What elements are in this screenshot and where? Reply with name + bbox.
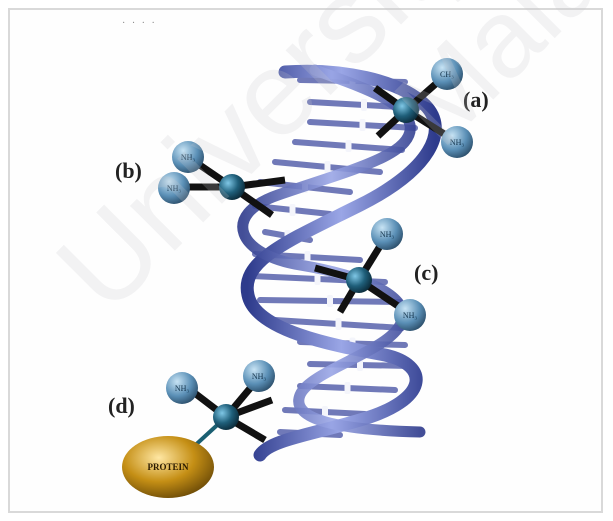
base-pair-highlight xyxy=(345,140,352,152)
ligand-label: CH₃ xyxy=(440,70,454,79)
ligand-label: NH₃ xyxy=(252,372,267,381)
dna-strand-1 xyxy=(240,64,442,462)
protein: PROTEIN xyxy=(122,436,214,498)
ligand-label: NH₃ xyxy=(403,311,418,320)
ligand-sphere xyxy=(172,141,204,173)
ligand-sphere xyxy=(441,126,473,158)
metal-center xyxy=(219,174,245,200)
complex-a: CH₃ NH₃ xyxy=(372,58,473,158)
base-pair-highlight xyxy=(314,273,321,285)
complex-c: NH₃ NH₃ xyxy=(314,218,426,331)
ligand-sphere xyxy=(394,299,426,331)
dna-strand-2 xyxy=(237,64,426,438)
protein-blob xyxy=(122,436,214,498)
figure-frame: CH₃ NH₃ NH₃ NH₃ NH₃ NH₃ xyxy=(8,0,613,513)
ligand-label: NH₃ xyxy=(167,184,182,193)
ligand-sphere xyxy=(371,218,403,250)
ligand-sphere xyxy=(243,360,275,392)
base-pair-highlight xyxy=(359,119,366,131)
label-b: (b) xyxy=(115,158,142,183)
complex-b: NH₃ NH₃ xyxy=(158,141,286,218)
scan-mark: · · · · xyxy=(122,18,157,29)
base-pair-highlight xyxy=(324,161,331,173)
base-pair-highlight xyxy=(322,406,328,418)
ligand-sphere xyxy=(158,172,190,204)
base-pair-highlight xyxy=(327,295,333,307)
label-c: (c) xyxy=(414,260,439,285)
ligand-label: NH₃ xyxy=(450,138,465,147)
protein-label: PROTEIN xyxy=(147,462,189,472)
metal-center xyxy=(346,267,372,293)
base-pair-highlight xyxy=(335,318,342,330)
base-pair-highlight xyxy=(304,251,311,263)
label-d: (d) xyxy=(108,393,135,418)
ligand-label: NH₃ xyxy=(175,384,190,393)
ligand-label: NH₃ xyxy=(380,230,395,239)
ligand-label: NH₃ xyxy=(181,153,196,162)
complex-d: NH₃ NH₃ xyxy=(166,360,275,452)
dna-platinum-binding-diagram: CH₃ NH₃ NH₃ NH₃ NH₃ NH₃ xyxy=(122,58,473,498)
ligand-sphere xyxy=(431,58,463,90)
label-a: (a) xyxy=(463,87,489,112)
base-pair-highlight xyxy=(344,382,351,394)
dna-strands xyxy=(237,64,442,462)
metal-center xyxy=(213,404,239,430)
metal-center xyxy=(393,97,419,123)
ligand-sphere xyxy=(166,372,198,404)
base-pair-highlight xyxy=(361,99,367,111)
base-pair-highlight xyxy=(289,204,296,216)
